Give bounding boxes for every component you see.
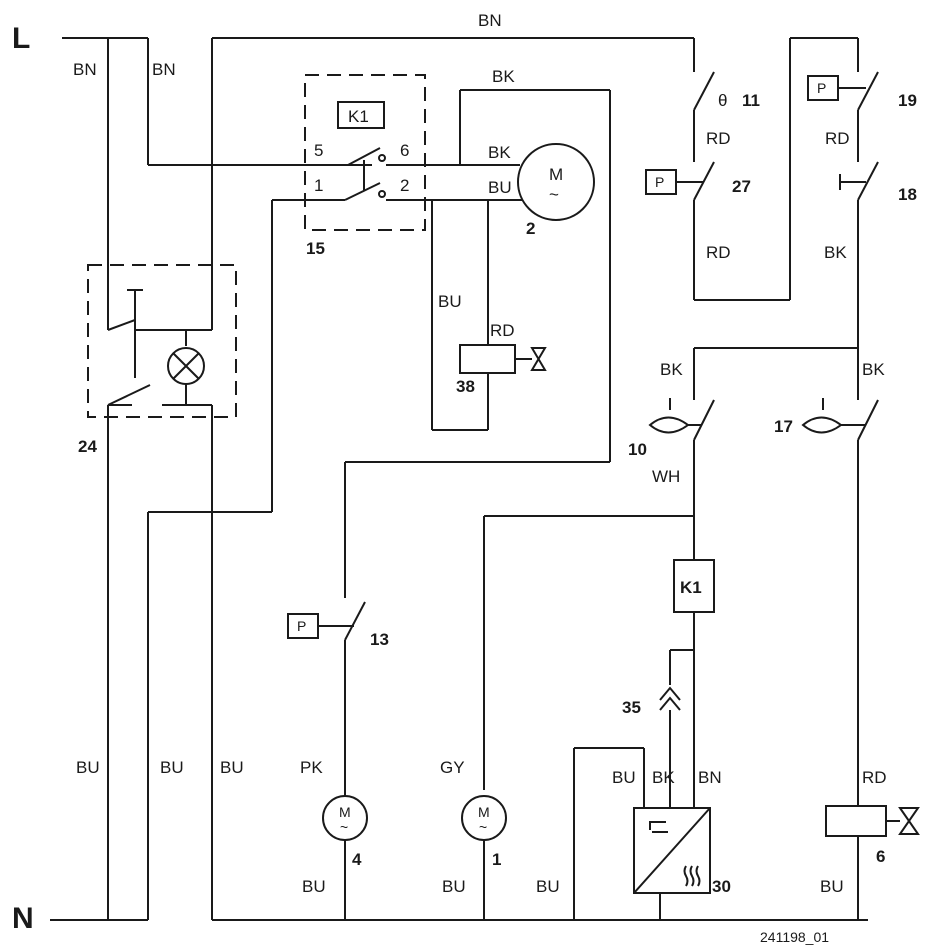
wire-label: BN — [152, 60, 176, 79]
component-label: 35 — [622, 698, 641, 717]
sine-glyph: ~ — [549, 185, 559, 204]
power-rails — [50, 37, 868, 921]
valve-6-icon — [898, 807, 920, 835]
relay-block-15 — [304, 74, 535, 231]
wire-label: BU — [438, 292, 462, 311]
motor-letter: M — [478, 804, 490, 820]
component-label: 2 — [526, 219, 535, 238]
motor-letter: M — [339, 804, 351, 820]
float-17-icon — [801, 416, 843, 434]
component-label: 1 — [492, 850, 501, 869]
component-label: 27 — [732, 177, 751, 196]
component-label: K1 — [680, 578, 702, 597]
component-label: 19 — [898, 91, 917, 110]
relay-pin-label: 5 — [314, 141, 323, 160]
component-label: 15 — [306, 239, 325, 258]
component-label: 30 — [712, 877, 731, 896]
pressure-letter: P — [297, 618, 306, 634]
wire-label: BU — [820, 877, 844, 896]
valve-38-coil — [459, 344, 516, 374]
pressure-letter: P — [817, 80, 826, 96]
valve-38-icon — [530, 347, 547, 371]
wire-label: BK — [652, 768, 675, 787]
drawing-id: 241198_01 — [760, 929, 829, 945]
component-label: 24 — [78, 437, 97, 456]
component-label: 18 — [898, 185, 917, 204]
thermostat-branch — [645, 37, 858, 301]
component-label: 6 — [876, 847, 885, 866]
left-wiring — [107, 37, 694, 920]
wire-label: BK — [660, 360, 683, 379]
sine-glyph: ~ — [340, 819, 348, 835]
pressure-27-icon — [645, 169, 677, 195]
wire-label: BU — [76, 758, 100, 777]
wire-label: GY — [440, 758, 465, 777]
wire-label: RD — [706, 129, 731, 148]
wire-label: RD — [825, 129, 850, 148]
wire-label: BK — [824, 243, 847, 262]
wire-label: BN — [698, 768, 722, 787]
wire-label: RD — [706, 243, 731, 262]
component-label: 38 — [456, 377, 475, 396]
wire-label: BK — [488, 143, 511, 162]
wire-label: WH — [652, 467, 680, 486]
line-terminal: L — [12, 22, 30, 55]
wire-label: BU — [160, 758, 184, 777]
relay-k1-coil-lower — [673, 559, 715, 613]
wire-label: BU — [488, 178, 512, 197]
pumps — [287, 601, 507, 920]
door-switch-24 — [87, 264, 237, 418]
connector-35-icon — [659, 686, 681, 701]
relay-pin-label: 6 — [400, 141, 409, 160]
component-label: 11 — [742, 91, 760, 110]
motor-letter: M — [549, 165, 563, 184]
wire-label: RD — [862, 768, 887, 787]
wire-label: BN — [73, 60, 97, 79]
component-label: 13 — [370, 630, 389, 649]
pressure-letter: P — [655, 174, 664, 190]
component-label: 4 — [352, 850, 362, 869]
wire-label: PK — [300, 758, 323, 777]
relay-coil-label: K1 — [348, 107, 369, 126]
wire-label: RD — [490, 321, 515, 340]
pressure-19-icon — [807, 75, 839, 101]
thermo-icon: θ — [718, 91, 727, 110]
float-10-icon — [648, 416, 690, 434]
wire-label: BU — [612, 768, 636, 787]
component-label: 17 — [774, 417, 793, 436]
pressure-13-icon — [287, 613, 319, 639]
relay-pin-label: 2 — [400, 176, 409, 195]
wire-label: BK — [492, 67, 515, 86]
neutral-terminal: N — [12, 902, 34, 935]
float-switches — [648, 348, 879, 808]
sine-glyph: ~ — [479, 819, 487, 835]
wire-label: BU — [220, 758, 244, 777]
valve-6-coil — [825, 805, 887, 837]
wire-label: BU — [302, 877, 326, 896]
main-motor-icon — [517, 143, 595, 221]
valve-6 — [825, 805, 920, 920]
pressure-branch — [694, 38, 879, 349]
wire-label: BK — [862, 360, 885, 379]
wire-label: BU — [442, 877, 466, 896]
wire-label: BN — [478, 11, 502, 30]
component-label: 10 — [628, 440, 647, 459]
relay-pin-label: 1 — [314, 176, 323, 195]
wire-label: BU — [536, 877, 560, 896]
heater-branch — [483, 515, 715, 920]
main-motor-wiring — [344, 89, 611, 598]
relay-k1-coil — [337, 101, 385, 129]
